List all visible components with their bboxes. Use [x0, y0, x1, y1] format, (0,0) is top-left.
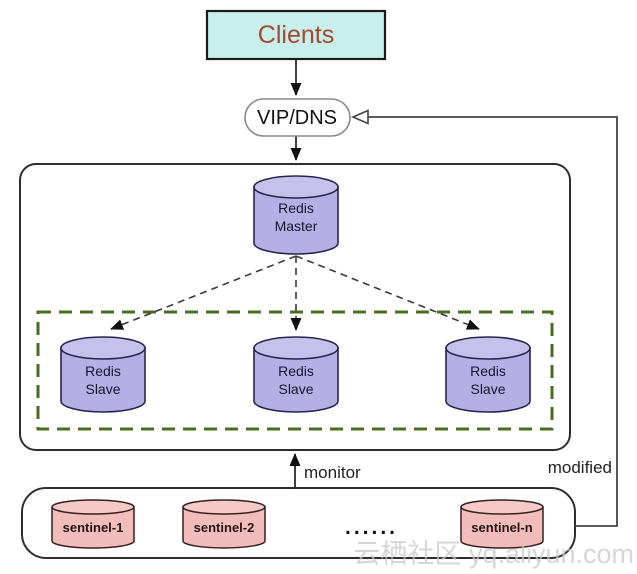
modified-edge-label: modified — [548, 458, 612, 477]
sentinel-cylinder-body — [51, 506, 135, 549]
vip-dns-label: VIP/DNS — [257, 107, 337, 129]
vip-dns-node: VIP/DNS — [244, 98, 351, 137]
redis-slave-cylinder-body — [60, 347, 146, 413]
sentinel-cylinder-top — [182, 499, 266, 515]
sentinel-cylinder-body — [460, 506, 544, 549]
redis-slave-label-line1: Redis — [470, 363, 506, 379]
sentinel-label: sentinel-n — [471, 520, 532, 535]
sentinel-group-box — [21, 487, 576, 559]
redis-slave-cylinder-top — [60, 336, 146, 360]
redis-master-node: Redis Master — [253, 175, 339, 255]
redis-slave-label-line1: Redis — [85, 363, 121, 379]
redis-slave-1-node: Redis Slave — [60, 336, 146, 413]
redis-slave-cylinder-top — [445, 336, 531, 360]
sentinel-ellipsis: ...... — [345, 516, 398, 539]
redis-master-cylinder-top — [253, 175, 339, 199]
redis-slave-3-node: Redis Slave — [445, 336, 531, 413]
redis-master-label-line1: Redis — [278, 200, 314, 216]
sentinel-label: sentinel-1 — [63, 520, 124, 535]
master-slave-group-box — [19, 163, 571, 451]
sentinel-cylinder-top — [51, 499, 135, 515]
redis-slave-label-line1: Redis — [278, 363, 314, 379]
edge-sentinels-modified-vipdns — [368, 116, 618, 527]
clients-node: Clients — [205, 9, 387, 61]
redis-slave-2-node: Redis Slave — [253, 336, 339, 413]
redis-slave-label-line2: Slave — [278, 381, 313, 397]
sentinel-n-node: sentinel-n — [460, 499, 544, 549]
vip-dns-box — [244, 98, 351, 137]
sentinel-label: sentinel-2 — [194, 520, 255, 535]
sentinel-cylinder-body — [182, 506, 266, 549]
clients-label: Clients — [258, 21, 334, 49]
edge-master-to-slave3 — [295, 255, 480, 330]
sentinel-2-node: sentinel-2 — [182, 499, 266, 549]
redis-slave-label-line2: Slave — [85, 381, 120, 397]
clients-box — [205, 9, 387, 61]
redis-slave-label-line2: Slave — [470, 381, 505, 397]
open-arrowhead-icon — [350, 109, 369, 125]
monitor-edge-label: monitor — [304, 463, 361, 482]
redis-slave-cylinder-top — [253, 336, 339, 360]
slave-cluster-dashed-box — [36, 310, 554, 431]
sentinel-cylinder-top — [460, 499, 544, 515]
redis-slave-cylinder-body — [253, 347, 339, 413]
redis-slave-cylinder-body — [445, 347, 531, 413]
redis-master-label-line2: Master — [275, 218, 318, 234]
redis-master-cylinder-body — [253, 186, 339, 255]
watermark-text: 云栖社区 yq.aliyun.com — [353, 539, 634, 569]
sentinel-1-node: sentinel-1 — [51, 499, 135, 549]
edge-master-to-slave1 — [110, 255, 297, 330]
